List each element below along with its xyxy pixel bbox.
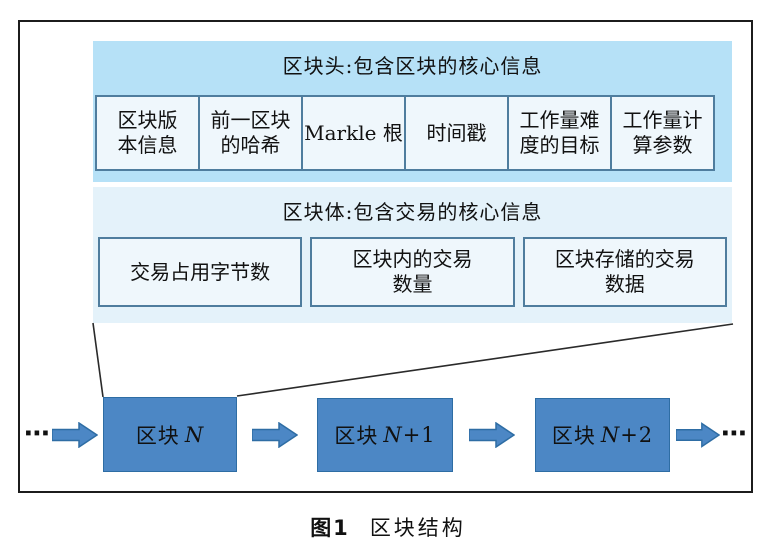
block-header-panel: 区块头:包含区块的核心信息 区块版 本信息 前一区块 的哈希 Markle 根 …	[93, 41, 732, 182]
cell-text: 工作量难	[519, 108, 600, 132]
header-field-version: 区块版 本信息	[97, 97, 200, 169]
block-body-panel: 区块体:包含交易的核心信息 交易占用字节数 区块内的交易 数量 区块存储的交易 …	[93, 187, 732, 323]
cell-text: 算参数	[632, 133, 693, 157]
cell-text: 本信息	[117, 133, 178, 157]
block-index: N	[184, 422, 205, 447]
cell-text: 区块存储的交易	[554, 247, 695, 271]
figure-caption-text: 区块结构	[369, 516, 466, 540]
cell-text: Markle 根	[304, 120, 403, 145]
header-field-nonce: 工作量计 算参数	[612, 97, 713, 169]
block-body-fields-row: 交易占用字节数 区块内的交易 数量 区块存储的交易 数据	[98, 237, 727, 307]
right-arrow-icon	[676, 422, 720, 448]
body-field-tx-data: 区块存储的交易 数据	[522, 237, 727, 307]
block-n-plus-2: 区块 N +2	[535, 398, 670, 472]
block-label: 区块	[334, 424, 379, 448]
chain-ellipsis-left: ⋯	[24, 419, 50, 449]
figure-caption: 图1 区块结构	[0, 512, 776, 542]
block-header-title: 区块头:包含区块的核心信息	[282, 54, 543, 78]
cell-text: 的哈希	[220, 133, 281, 157]
header-field-difficulty-target: 工作量难 度的目标	[509, 97, 612, 169]
right-arrow-shape	[52, 422, 98, 448]
cell-text: 区块内的交易	[352, 247, 473, 271]
cell-text: 区块版	[117, 108, 178, 132]
right-arrow-icon	[469, 422, 515, 448]
block-n: 区块 N	[103, 397, 237, 472]
right-arrow-icon	[252, 422, 298, 448]
block-label: 区块	[135, 423, 180, 448]
block-index-offset: +2	[620, 423, 654, 447]
header-field-timestamp: 时间戳	[406, 97, 509, 169]
header-field-prev-hash: 前一区块 的哈希	[200, 97, 303, 169]
body-field-tx-count: 区块内的交易 数量	[310, 237, 515, 307]
chain-ellipsis-right: ⋯	[721, 419, 747, 449]
block-index-offset: +1	[402, 423, 436, 447]
cell-text: 前一区块	[210, 108, 291, 132]
cell-text: 数量	[392, 272, 433, 296]
cell-text: 交易占用字节数	[130, 259, 271, 284]
block-label: 区块	[551, 424, 596, 448]
block-index: N	[600, 423, 621, 447]
right-arrow-shape	[252, 422, 298, 448]
cell-text: 度的目标	[519, 133, 600, 157]
right-arrow-icon	[52, 422, 98, 448]
cell-text: 工作量计	[622, 108, 703, 132]
block-index: N	[383, 423, 403, 447]
block-header-fields-row: 区块版 本信息 前一区块 的哈希 Markle 根 时间戳 工作量难 度的目标 …	[95, 95, 715, 171]
cell-text: 时间戳	[426, 120, 487, 145]
block-body-title: 区块体:包含交易的核心信息	[282, 200, 543, 224]
body-field-tx-bytes: 交易占用字节数	[98, 237, 303, 307]
right-arrow-shape	[469, 422, 515, 448]
right-arrow-shape	[676, 422, 720, 448]
cell-text: 数据	[604, 272, 645, 296]
header-field-merkle-root: Markle 根	[303, 97, 406, 169]
block-n-plus-1: 区块 N +1	[317, 398, 453, 472]
figure-caption-number: 图1	[310, 516, 350, 540]
